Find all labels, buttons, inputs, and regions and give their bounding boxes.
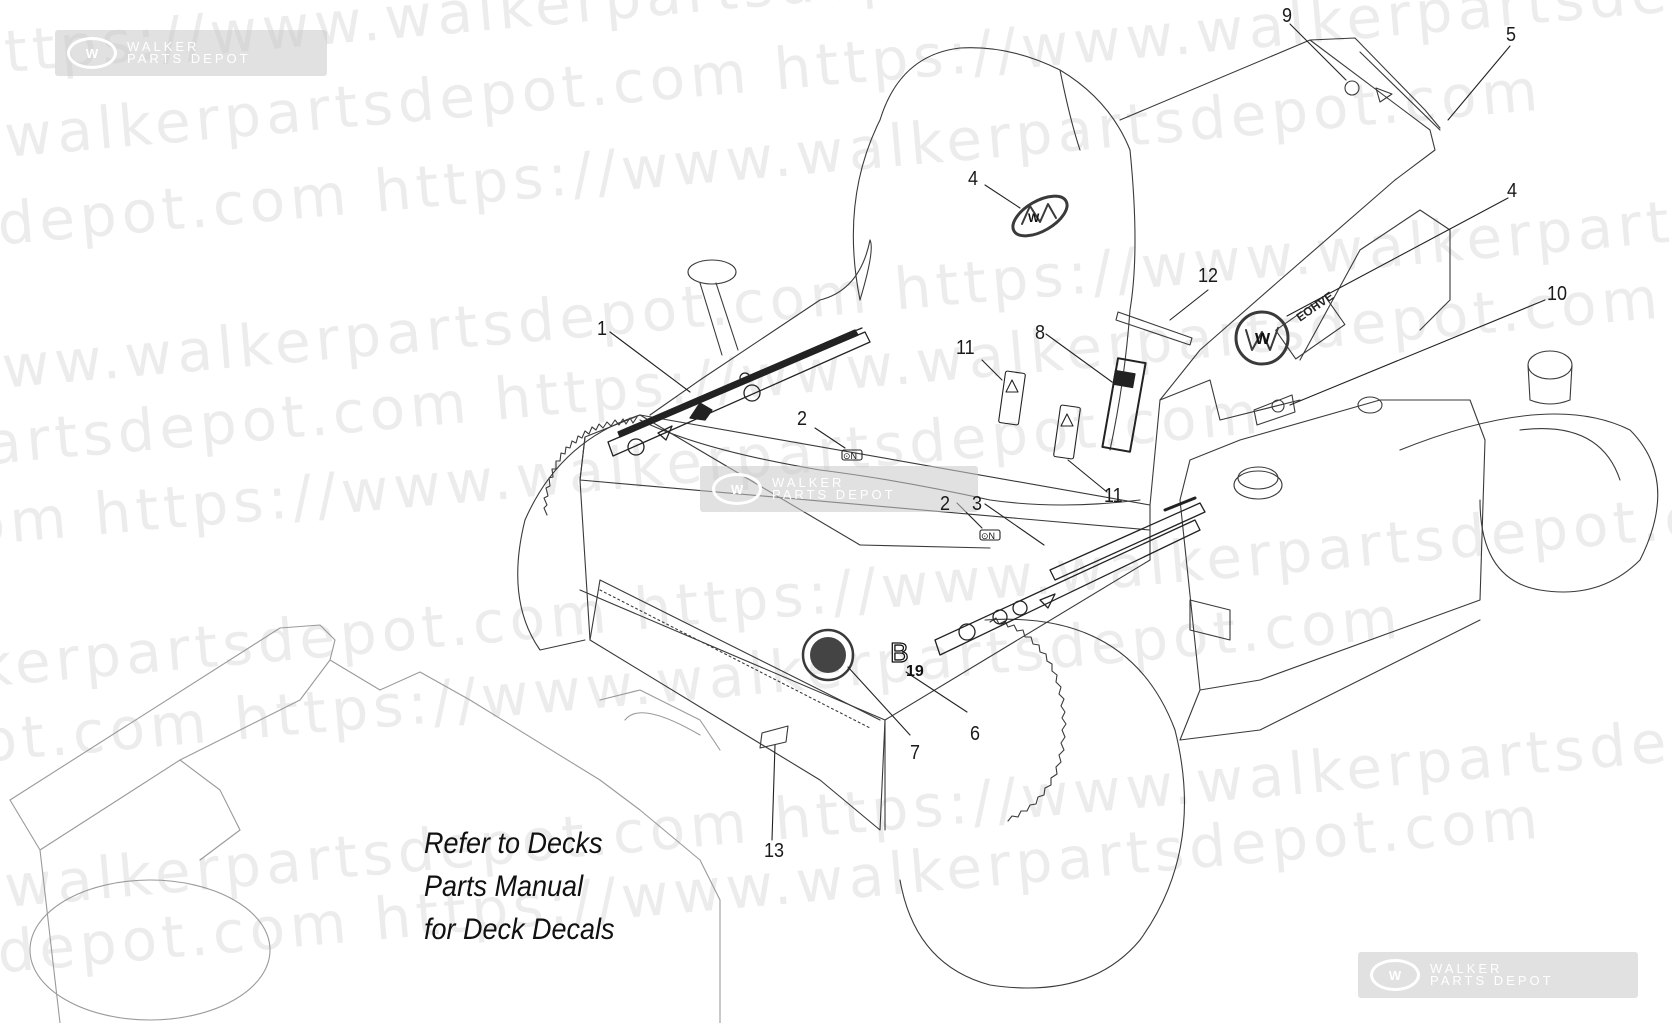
callout-2: 2 xyxy=(797,406,808,430)
emblem-text: W xyxy=(1028,211,1040,225)
right-tire xyxy=(899,617,1186,989)
decal-2-neutral xyxy=(841,449,1001,541)
neutral-decal-text: ⊙N xyxy=(843,451,857,461)
walker-logo-icon: W xyxy=(67,37,117,69)
decal-10 xyxy=(1253,394,1296,426)
callout-4: 4 xyxy=(1507,178,1518,202)
mower-deck-outline xyxy=(9,624,721,1023)
decal-8 xyxy=(1101,357,1147,453)
callout-2: 2 xyxy=(940,491,951,515)
decal-12-strip xyxy=(1115,311,1193,346)
neutral-decal-text: ⊙N xyxy=(981,531,995,541)
callout-1: 1 xyxy=(597,316,608,340)
emblem-text: W xyxy=(1255,331,1271,348)
note-line: Parts Manual xyxy=(424,870,584,903)
callout-6: 6 xyxy=(970,721,981,745)
decal-3-panel xyxy=(934,496,1206,656)
decal-11 xyxy=(998,370,1081,460)
walker-logo-icon: W xyxy=(712,473,762,505)
callout-3: 3 xyxy=(972,491,983,515)
badge-line-1: WALKER xyxy=(127,39,200,54)
steering-lever xyxy=(687,259,739,356)
note-line: Refer to Decks xyxy=(424,827,603,860)
badge-line-2: PARTS DEPOT xyxy=(127,51,251,66)
callout-4: 4 xyxy=(968,166,979,190)
note-line: for Deck Decals xyxy=(424,913,615,946)
callout-11: 11 xyxy=(1104,483,1123,507)
engine-hood xyxy=(1119,37,1659,741)
callout-7: 7 xyxy=(910,740,921,764)
b19-letter: B xyxy=(890,637,909,668)
callout-8: 8 xyxy=(1035,320,1046,344)
decal-7-emblem xyxy=(801,628,855,682)
b19-number: 19 xyxy=(906,663,924,680)
seat xyxy=(639,47,1141,506)
callout-11: 11 xyxy=(956,335,975,359)
leader-lines xyxy=(609,23,1546,841)
callout-12: 12 xyxy=(1198,263,1219,287)
decal-13 xyxy=(759,725,789,749)
engine-brand-text: EOHVE xyxy=(1294,289,1336,325)
callout-13: 13 xyxy=(764,838,785,862)
badge-line-2: PARTS DEPOT xyxy=(772,487,896,502)
badge-line-1: WALKER xyxy=(1430,961,1503,976)
callout-9: 9 xyxy=(1282,3,1293,27)
decal-4-emblem-hood xyxy=(1234,310,1290,366)
callout-10: 10 xyxy=(1547,281,1568,305)
walker-logo-icon: W xyxy=(1370,959,1420,991)
left-tire xyxy=(517,414,641,651)
callout-5: 5 xyxy=(1506,22,1517,46)
decal-4-emblem-seat xyxy=(1011,194,1069,238)
badge-line-2: PARTS DEPOT xyxy=(1430,973,1554,988)
decal-1-panel xyxy=(607,327,871,457)
decal-9 xyxy=(1344,80,1393,103)
badge-line-1: WALKER xyxy=(772,475,845,490)
deck-decals-note: Refer to Decks Parts Manual for Deck Dec… xyxy=(424,822,615,951)
